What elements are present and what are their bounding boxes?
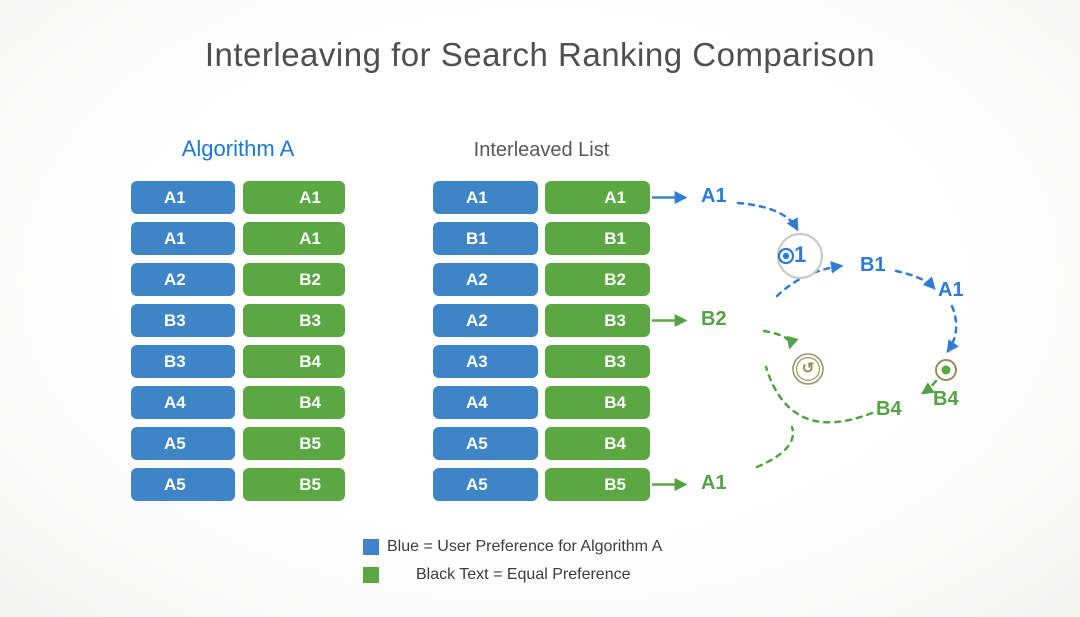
interleaved-blue-box: A3 xyxy=(433,345,538,378)
algo-a-green-box: B3 xyxy=(243,304,345,337)
diagram-title: Interleaving for Search Ranking Comparis… xyxy=(204,36,876,73)
credit-marker-dot xyxy=(782,252,790,260)
dashed-b2-to-tie xyxy=(762,329,799,350)
interleaved-green-box: B3 xyxy=(545,304,650,337)
algo-a-blue-box: A1 xyxy=(131,222,235,255)
algo-a-blue-box: A2 xyxy=(131,263,235,296)
interleaved-green-box: A1 xyxy=(545,181,650,214)
interleaved-blue-box: A2 xyxy=(433,304,538,337)
interleaved-list-heading: Interleaved List xyxy=(473,139,610,161)
algo-a-blue-box: B3 xyxy=(131,345,235,378)
tie-repeat-icon: ↺ xyxy=(801,360,815,377)
dashed-a1-bottom-up xyxy=(755,425,795,469)
flow-label-b4-right: B4 xyxy=(933,388,959,410)
algo-a-blue-box: B3 xyxy=(131,304,235,337)
legend-text-blue: Blue = User Preference for Algorithm A xyxy=(387,538,663,555)
legend-swatch-green xyxy=(363,567,379,583)
algo-a-blue-box: A5 xyxy=(131,468,235,501)
flow-label-b2: B2 xyxy=(701,308,727,330)
algo-a-green-box: A1 xyxy=(243,222,345,255)
interleaved-green-box: B4 xyxy=(545,427,650,460)
algo-a-green-box: B4 xyxy=(243,345,345,378)
interleaved-blue-box: A2 xyxy=(433,263,538,296)
interleaved-green-box: B2 xyxy=(545,263,650,296)
algo-a-blue-box: A1 xyxy=(131,181,235,214)
algo-a-green-box: A1 xyxy=(243,181,345,214)
interleaved-blue-box: B1 xyxy=(433,222,538,255)
interleaved-green-box: B5 xyxy=(545,468,650,501)
interleaved-blue-box: A5 xyxy=(433,468,538,501)
dashed-a1-to-bullseye xyxy=(946,304,959,354)
interleaved-blue-box: A4 xyxy=(433,386,538,419)
algo-a-green-box: B5 xyxy=(243,468,345,501)
dashed-a1-to-credit xyxy=(736,201,799,232)
bullseye-marker-dot xyxy=(941,365,951,375)
legend-text-green: Black Text = Equal Preference xyxy=(416,566,631,583)
algo-a-green-box: B2 xyxy=(243,263,345,296)
legend-item-green: Black Text = Equal Preference xyxy=(363,566,631,584)
flow-label-a1-top: A1 xyxy=(701,185,727,207)
credit-marker-number: 1 xyxy=(794,242,807,267)
interleaved-green-box: B3 xyxy=(545,345,650,378)
interleaved-blue-box: A5 xyxy=(433,427,538,460)
algo-a-blue-box: A5 xyxy=(131,427,235,460)
dashed-b1-to-a1 xyxy=(894,269,936,290)
interleaved-green-box: B1 xyxy=(545,222,650,255)
algorithm-a-heading: Algorithm A xyxy=(181,136,295,161)
flow-label-a1-second: A1 xyxy=(938,279,964,301)
flow-label-a1-bottom: A1 xyxy=(701,472,727,494)
flow-label-b4-left: B4 xyxy=(876,398,902,420)
algo-a-blue-box: A4 xyxy=(131,386,235,419)
legend-item-blue: Blue = User Preference for Algorithm A xyxy=(363,538,662,556)
flow-label-b1: B1 xyxy=(860,254,886,276)
credit-marker-ring xyxy=(777,247,795,265)
algo-a-green-box: B5 xyxy=(243,427,345,460)
dashed-credit-to-b1 xyxy=(775,261,844,298)
legend-swatch-blue xyxy=(363,539,379,555)
interleaved-green-box: B4 xyxy=(545,386,650,419)
bullseye-marker-ring xyxy=(935,359,957,381)
algo-a-green-box: B4 xyxy=(243,386,345,419)
interleaved-blue-box: A1 xyxy=(433,181,538,214)
dashed-b4-sweep xyxy=(764,365,874,424)
